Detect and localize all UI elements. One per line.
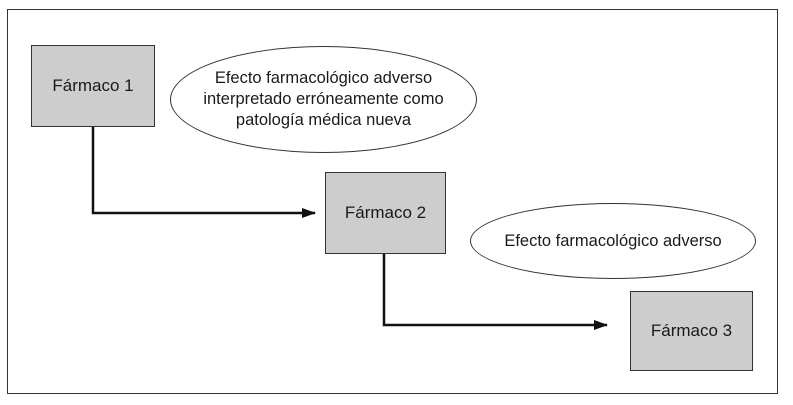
drug-2-box: Fármaco 2 [325,172,446,254]
drug-3-box: Fármaco 3 [630,291,753,371]
drug-1-box: Fármaco 1 [31,45,155,127]
adverse-effect-misinterpreted-ellipse: Efecto farmacológico adverso interpretad… [170,46,477,153]
arrow-drug2-to-drug3 [382,254,608,330]
drug-3-label: Fármaco 3 [650,321,733,340]
adverse-effect-ellipse: Efecto farmacológico adverso [470,203,756,279]
effect-2-label: Efecto farmacológico adverso [504,231,722,250]
arrow-drug1-to-drug2 [91,127,316,218]
effect-1-line-2: interpretado erróneamente como [203,90,444,108]
effect-1-line-3: patología médica nueva [235,111,412,129]
effect-1-line-1: Efecto farmacológico adverso [214,69,433,87]
drug-1-label: Fármaco 1 [52,76,134,95]
drug-2-label: Fármaco 2 [344,203,427,222]
